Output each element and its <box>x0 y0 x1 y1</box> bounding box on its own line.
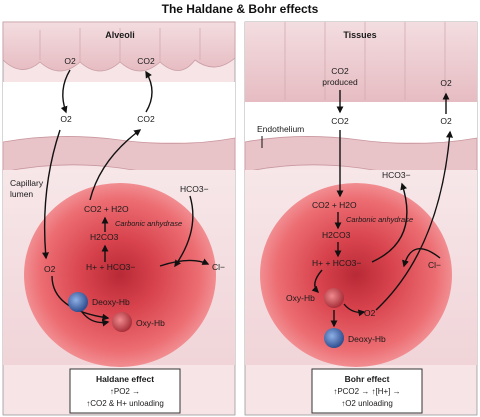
right-carbonic-anhydrase: Carbonic anhydrase <box>346 215 413 224</box>
bohr-line2: ↑O2 unloading <box>341 399 393 408</box>
left-o2-arrow-down <box>60 69 71 114</box>
haldane-line1: ↑PO2 → <box>110 387 140 396</box>
left-panel: Alveoli O2 CO2 O2 CO2 Capillary lumen HC… <box>2 21 236 416</box>
right-hco3-out: HCO3− <box>382 170 411 180</box>
left-co2-top: CO2 <box>137 56 155 66</box>
left-capillary-label-1: Capillary <box>10 178 44 188</box>
right-header: Tissues <box>343 30 376 40</box>
right-h-to-oxyhb-arrow <box>311 269 323 293</box>
right-cl: Cl− <box>428 260 441 270</box>
left-h-hco3: H+ + HCO3− <box>86 262 135 272</box>
left-o2-mid: O2 <box>60 114 72 124</box>
haldane-title: Haldane effect <box>96 374 154 384</box>
right-o2-mid: O2 <box>440 116 452 126</box>
left-co2-arrow-up <box>145 70 153 113</box>
right-o2-cell: O2 <box>364 308 376 318</box>
left-hco3-in-arrow <box>174 195 194 268</box>
left-oxy-hb-molecule <box>112 312 132 332</box>
bohr-box <box>311 368 423 414</box>
left-co2-h2o: CO2 + H2O <box>84 204 129 214</box>
left-h2co3: H2CO3 <box>90 232 119 242</box>
left-cl-out-arrow <box>159 258 210 267</box>
endothelium-label: Endothelium <box>257 124 304 134</box>
left-co2-exit-arrow <box>89 129 142 201</box>
haldane-line2: ↑CO2 & H+ unloading <box>86 399 164 408</box>
right-o2-release-arrow <box>343 303 366 317</box>
left-deoxy-to-oxy-arrow <box>81 311 110 327</box>
left-capillary-label-2: lumen <box>10 189 33 199</box>
right-co2-mid: CO2 <box>331 116 349 126</box>
right-oxy-hb-molecule <box>324 288 344 308</box>
right-co2-produced-2: produced <box>322 77 358 87</box>
left-o2-binding-arrow <box>51 275 110 321</box>
right-co2-h2o: CO2 + H2O <box>312 200 357 210</box>
left-cl: Cl− <box>212 262 225 272</box>
tissue-cells <box>245 22 477 102</box>
left-oxy-hb: Oxy-Hb <box>136 318 165 328</box>
right-interstitial-space <box>245 102 477 142</box>
right-oxy-hb: Oxy-Hb <box>286 293 315 303</box>
haldane-box <box>69 368 181 414</box>
left-o2-top: O2 <box>64 56 76 66</box>
right-hco3-out-arrow <box>371 182 408 263</box>
left-deoxy-hb: Deoxy-Hb <box>92 297 130 307</box>
right-o2-top: O2 <box>440 78 452 88</box>
right-h2co3: H2CO3 <box>322 230 351 240</box>
right-deoxy-hb-molecule <box>324 328 344 348</box>
left-o2-cell: O2 <box>44 264 56 274</box>
right-co2-produced-1: CO2 <box>331 66 349 76</box>
left-hco3-out: HCO3− <box>180 184 209 194</box>
right-deoxy-hb: Deoxy-Hb <box>348 334 386 344</box>
alveolar-cell-borders <box>39 28 201 62</box>
left-o2-enter-arrow <box>42 129 61 260</box>
left-co2-mid: CO2 <box>137 114 155 124</box>
figure-title: The Haldane & Bohr effects <box>162 2 319 16</box>
left-air-space <box>3 82 235 142</box>
left-header: Alveoli <box>105 30 135 40</box>
alveolar-cells <box>2 21 236 72</box>
right-h-hco3: H+ + HCO3− <box>312 258 361 268</box>
left-red-blood-cell <box>24 183 216 367</box>
bohr-title: Bohr effect <box>345 374 390 384</box>
right-cl-in-arrow <box>402 248 441 268</box>
right-o2-exit-arrow <box>375 130 454 311</box>
right-panel: Tissues CO2 produced CO2 O2 O2 Endotheli… <box>244 21 478 416</box>
left-carbonic-anhydrase: Carbonic anhydrase <box>115 219 182 228</box>
tissue-cell-borders <box>284 22 446 100</box>
left-deoxy-hb-molecule <box>68 292 88 312</box>
bohr-line1: ↑PCO2 → ↑[H+] → <box>333 387 400 396</box>
